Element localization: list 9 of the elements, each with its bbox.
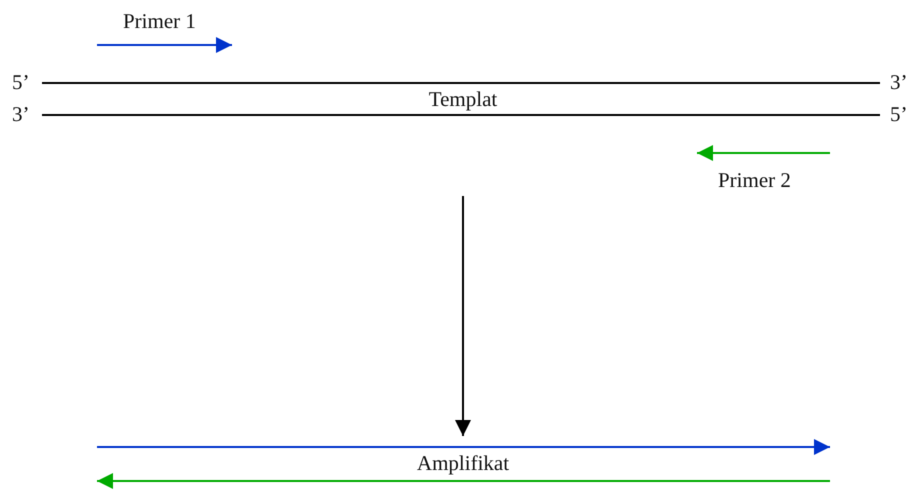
strand-end-label: 5’ — [12, 70, 30, 94]
primer-label: Primer 1 — [123, 9, 196, 33]
process-arrow — [455, 196, 471, 436]
primer-label: Primer 2 — [718, 168, 791, 192]
strand-end-label: 3’ — [12, 102, 30, 126]
strand-label: Amplifikat — [416, 451, 510, 475]
strand-label: Templat — [428, 87, 498, 111]
strand-end-label: 5’ — [890, 102, 908, 126]
strand-end-label: 3’ — [890, 70, 908, 94]
